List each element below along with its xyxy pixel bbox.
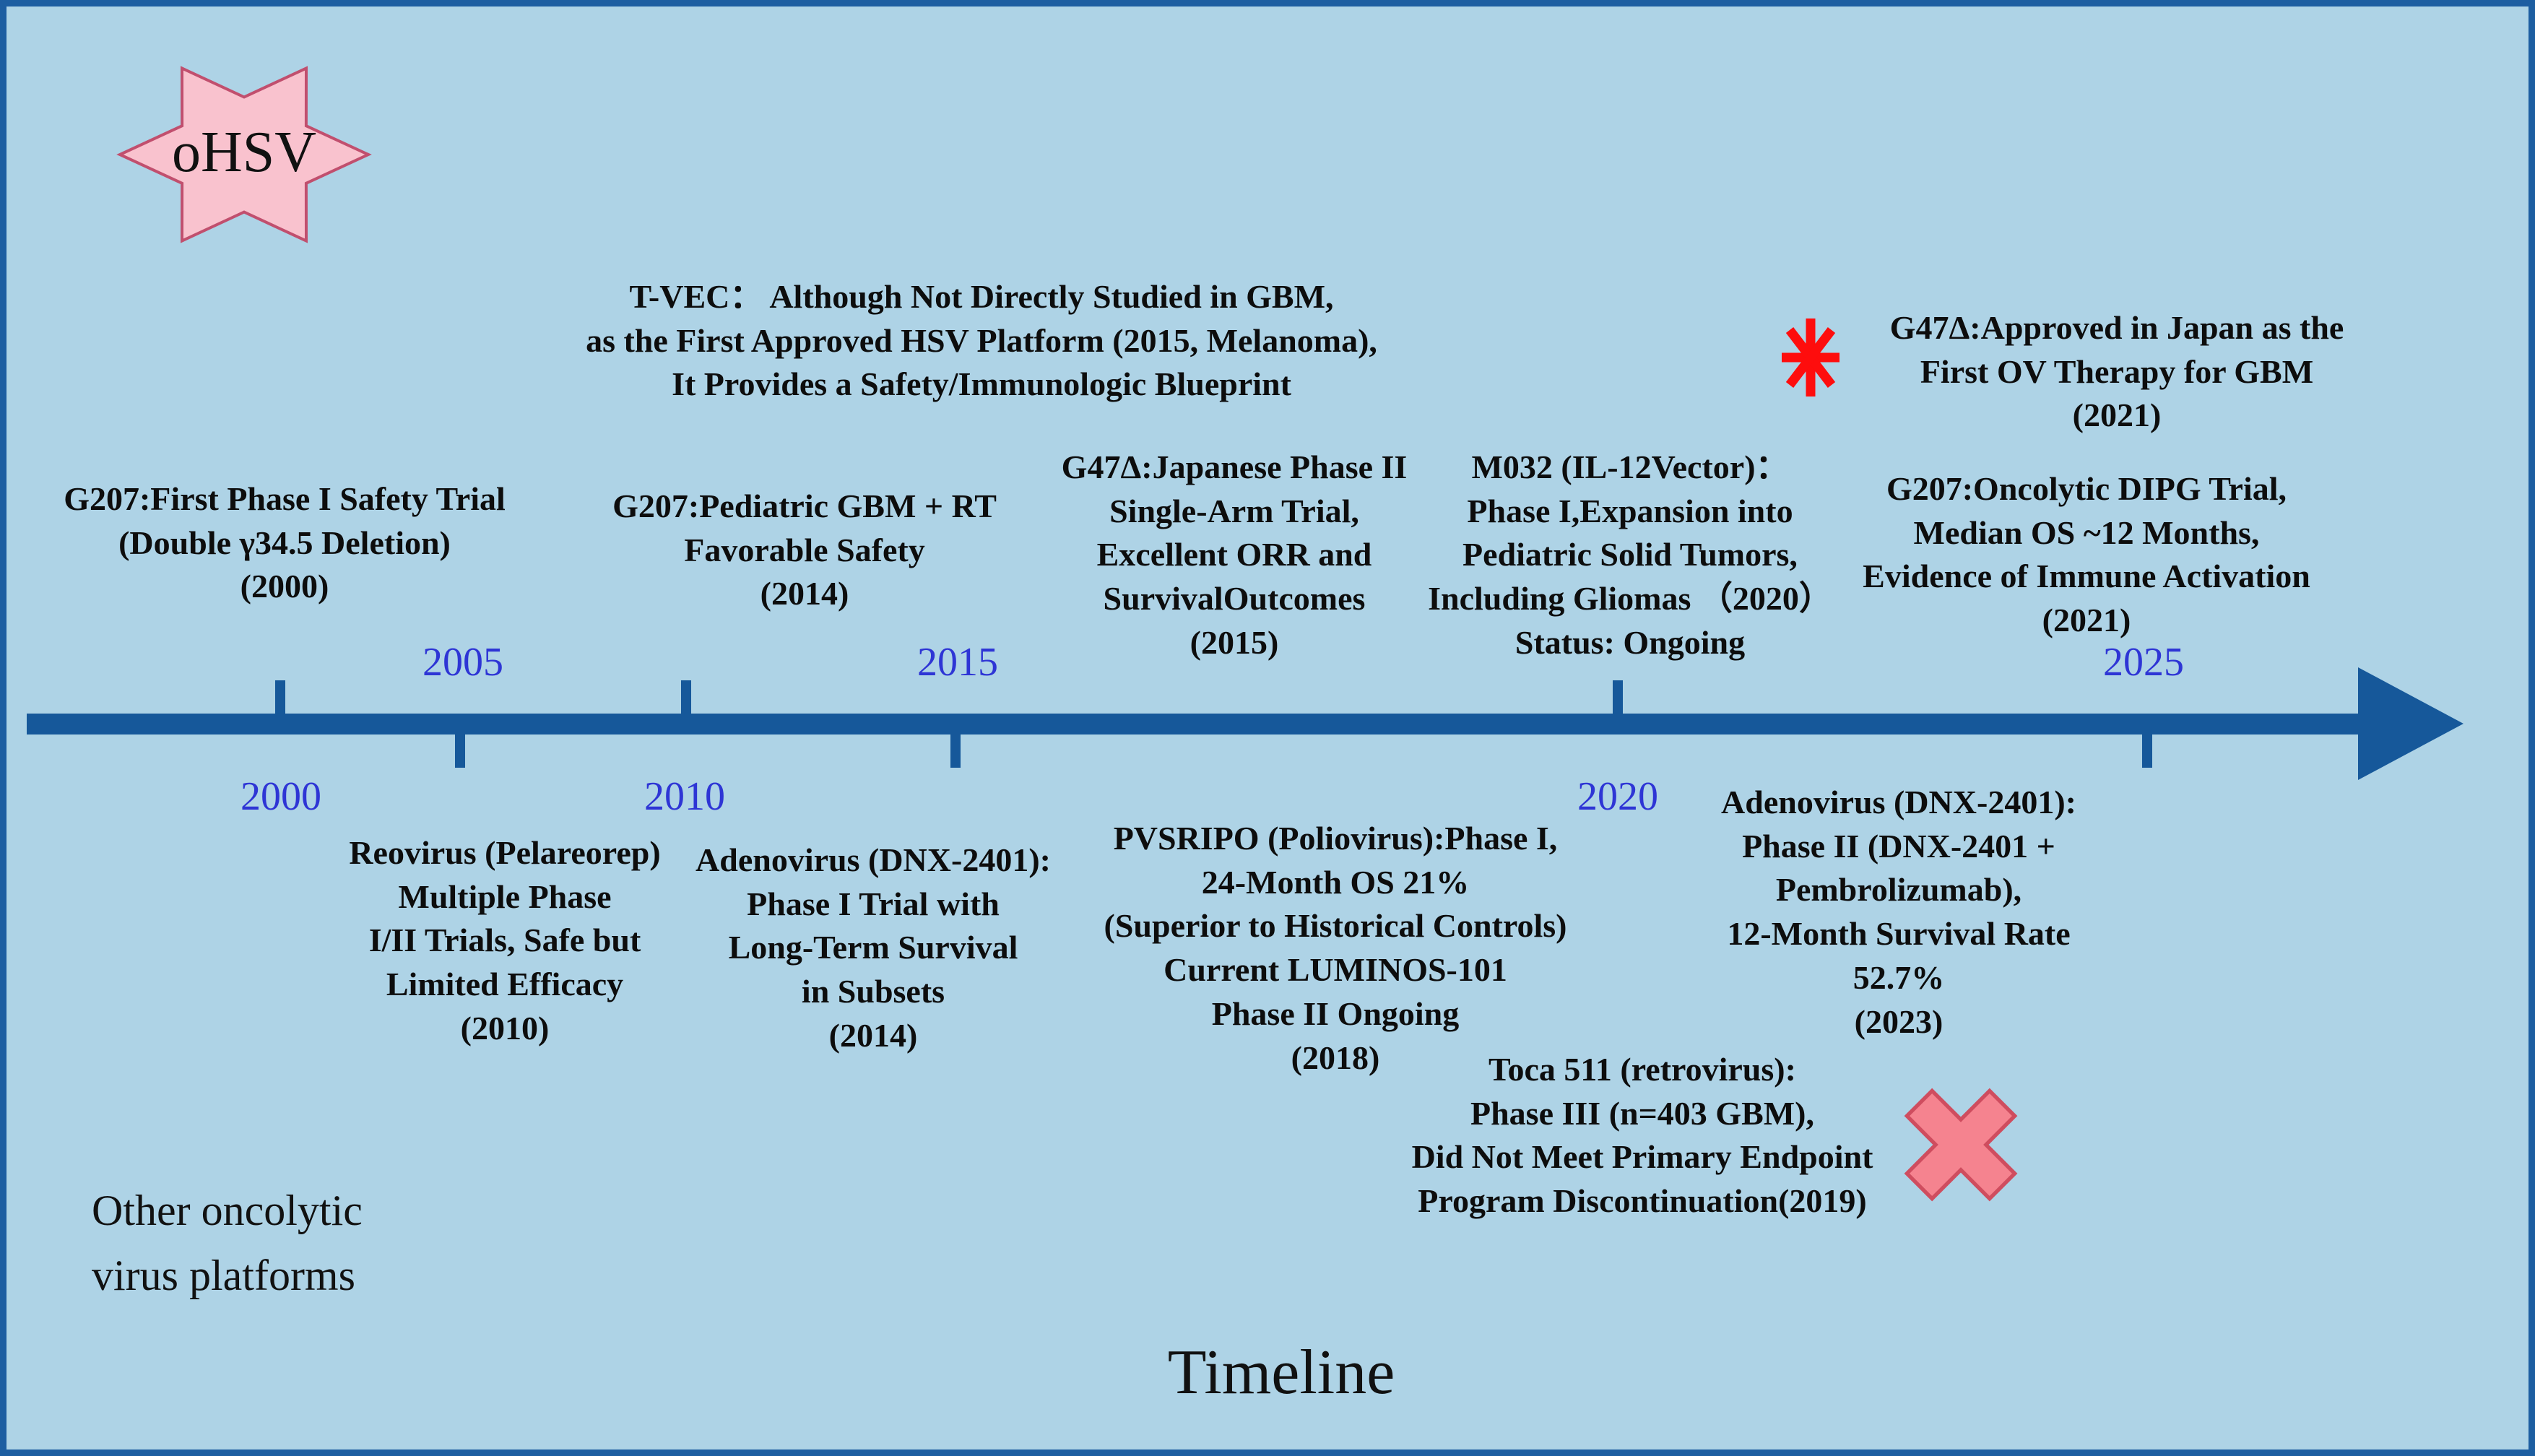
event-g207-dipg: G207:Oncolytic DIPG Trial, Median OS ~12… xyxy=(1863,470,2310,639)
event-adenovirus-phase1: Adenovirus (DNX-2401): Phase I Trial wit… xyxy=(696,841,1051,1054)
tick-2000 xyxy=(275,680,285,714)
other-platforms-label: Other oncolytic virus platforms xyxy=(92,1187,363,1299)
ohsv-badge-label: oHSV xyxy=(171,121,317,184)
event-adenovirus-phase2: Adenovirus (DNX-2401): Phase II (DNX-240… xyxy=(1721,784,2076,1040)
year-label-2020: 2020 xyxy=(1577,774,1658,819)
timeline-arrowhead-icon xyxy=(2358,667,2464,780)
pink-x-icon xyxy=(1904,1088,2018,1202)
figure-title: Timeline xyxy=(1167,1338,1395,1408)
year-label-2000: 2000 xyxy=(240,774,321,819)
event-g47d-japanese: G47Δ:Japanese Phase II Single-Arm Trial,… xyxy=(1061,448,1408,661)
event-g207-first: G207:First Phase I Safety Trial (Double … xyxy=(64,480,506,605)
timeline-axis-bar xyxy=(27,714,2367,734)
tick-2025 xyxy=(2142,734,2152,768)
event-tvec: T-VEC： Although Not Directly Studied in … xyxy=(586,278,1377,403)
tick-2020 xyxy=(1613,680,1623,714)
event-reovirus: Reovirus (Pelareorep) Multiple Phase I/I… xyxy=(349,834,661,1046)
year-label-2015: 2015 xyxy=(917,640,998,685)
tick-2010 xyxy=(681,680,691,714)
tick-2015 xyxy=(950,734,961,768)
tick-2005 xyxy=(455,734,465,768)
event-m032: M032 (IL-12Vector)： Phase I,Expansion in… xyxy=(1428,448,1832,661)
event-pvsripo: PVSRIPO (Poliovirus):Phase I, 24-Month O… xyxy=(1104,820,1567,1076)
year-label-2025: 2025 xyxy=(2103,640,2184,685)
event-toca511: Toca 511 (retrovirus): Phase III (n=403 … xyxy=(1411,1051,1873,1220)
year-label-2010: 2010 xyxy=(644,774,725,819)
red-asterisk-icon xyxy=(1782,318,1840,396)
event-g47d-approved: G47Δ:Approved in Japan as the First OV T… xyxy=(1889,309,2344,434)
event-g207-pediatric: G207:Pediatric GBM + RT Favorable Safety… xyxy=(612,488,997,612)
ohsv-star-icon xyxy=(116,66,372,243)
year-label-2005: 2005 xyxy=(422,640,503,685)
